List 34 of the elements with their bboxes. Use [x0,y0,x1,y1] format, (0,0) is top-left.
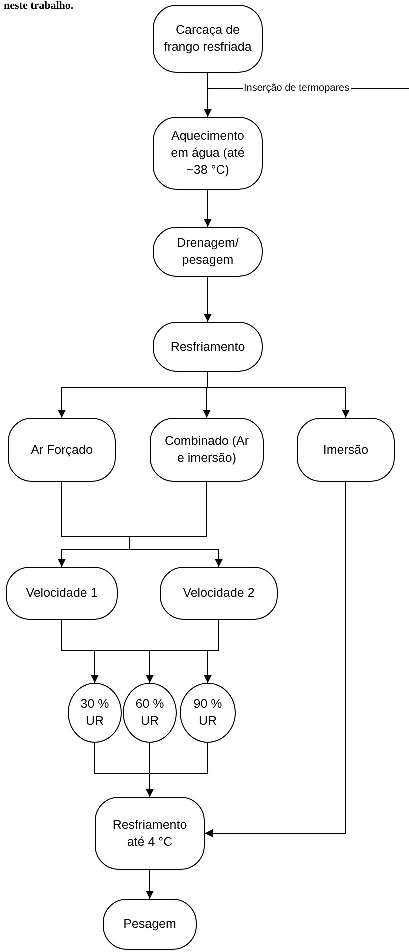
node-label: Pesagem [124,916,176,933]
rounded-process-box [153,322,263,372]
arrow [204,620,220,684]
node-label: Velocidade 2 [183,585,255,602]
arrow [208,372,350,418]
rounded-process-box [8,418,116,482]
node-label: Imersão [323,442,369,458]
node-label: 30 % UR [80,696,110,730]
rounded-process-box [160,567,278,620]
arrow [204,276,212,322]
rounded-process-box [150,418,264,482]
text-fragment: neste trabalho. [4,0,74,12]
rounded-process-box [6,567,118,620]
node-label: 60 % UR [134,696,166,730]
node-label: 90 % UR [192,696,224,730]
node-label: Drenagem/ pesagem [176,235,240,269]
rounded-process-box [153,227,263,277]
node-label: Carcaça de frango resfriada [163,22,253,56]
arrow [146,742,208,798]
edge-label: Inserção de termopares [243,82,351,96]
rounded-process-box [103,899,197,950]
node-label: Aquecimento em água (até ~38 °C) [170,128,246,179]
arrow [146,870,154,900]
rounded-process-box [297,418,395,482]
node-label: Resfriamento até 4 °C [112,816,188,850]
arrow [204,190,212,228]
rounded-process-box [153,5,263,73]
rounded-process-box [153,117,263,190]
node-label: Resfriamento [170,338,246,356]
arrow [204,482,346,838]
node-label: Combinado (Ar e imersão) [164,433,250,467]
node-label: Ar Forçado [31,442,93,458]
rounded-process-box [95,797,205,870]
node-label: Velocidade 1 [26,585,98,602]
